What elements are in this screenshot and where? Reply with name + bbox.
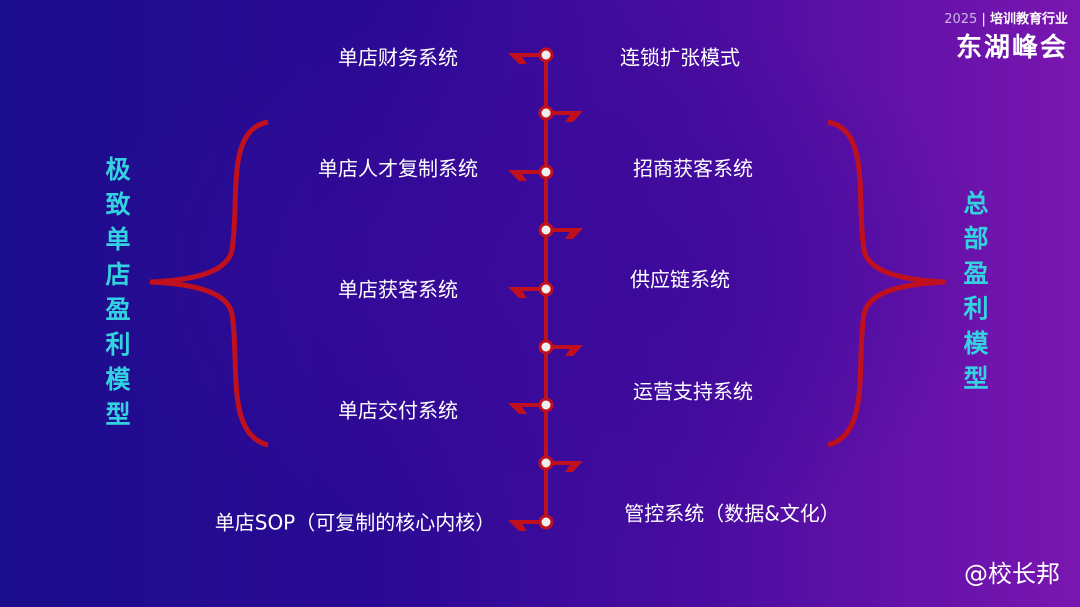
left-arrow-flag	[508, 53, 546, 64]
timeline-node	[538, 222, 554, 238]
timeline-node	[538, 281, 554, 297]
logo-subtitle: 培训教育行业	[989, 12, 1068, 27]
timeline-node	[538, 455, 554, 471]
timeline-node	[538, 105, 554, 121]
right-item: 连锁扩张模式	[620, 45, 740, 70]
right-vertical-title: 总部盈利模型	[963, 189, 989, 393]
left-arrow-flag	[508, 170, 546, 181]
left-item: 单店人才复制系统	[318, 156, 478, 181]
right-item: 运营支持系统	[633, 379, 753, 404]
logo-year: 2025	[944, 12, 978, 27]
left-arrow-flag	[508, 520, 546, 531]
timeline-node	[538, 164, 554, 180]
left-item: 单店SOP（可复制的核心内核）	[214, 510, 496, 535]
logo-title: 东湖峰会	[955, 33, 1068, 63]
right-item: 管控系统（数据&文化）	[624, 501, 840, 526]
timeline-node	[538, 339, 554, 355]
timeline-node	[538, 514, 554, 530]
timeline-node	[538, 397, 554, 413]
timeline-node	[538, 47, 554, 63]
left-vertical-title: 极致单店盈利模型	[105, 155, 131, 429]
left-item: 单店获客系统	[338, 277, 458, 302]
right-arrow-flag	[546, 228, 583, 239]
left-item: 单店财务系统	[338, 45, 458, 70]
watermark: @校长邦	[964, 560, 1060, 588]
left-arrow-flag	[508, 287, 546, 298]
right-item: 招商获客系统	[633, 156, 753, 181]
right-item: 供应链系统	[630, 267, 730, 292]
left-item: 单店交付系统	[338, 398, 458, 423]
right-brace	[827, 119, 947, 448]
right-arrow-flag	[546, 345, 583, 356]
right-arrow-flag	[546, 111, 583, 122]
right-arrow-flag	[546, 461, 583, 472]
left-arrow-flag	[508, 403, 546, 414]
event-logo: 2025 | 培训教育行业 东湖峰会	[944, 12, 1068, 63]
left-brace	[149, 119, 269, 448]
